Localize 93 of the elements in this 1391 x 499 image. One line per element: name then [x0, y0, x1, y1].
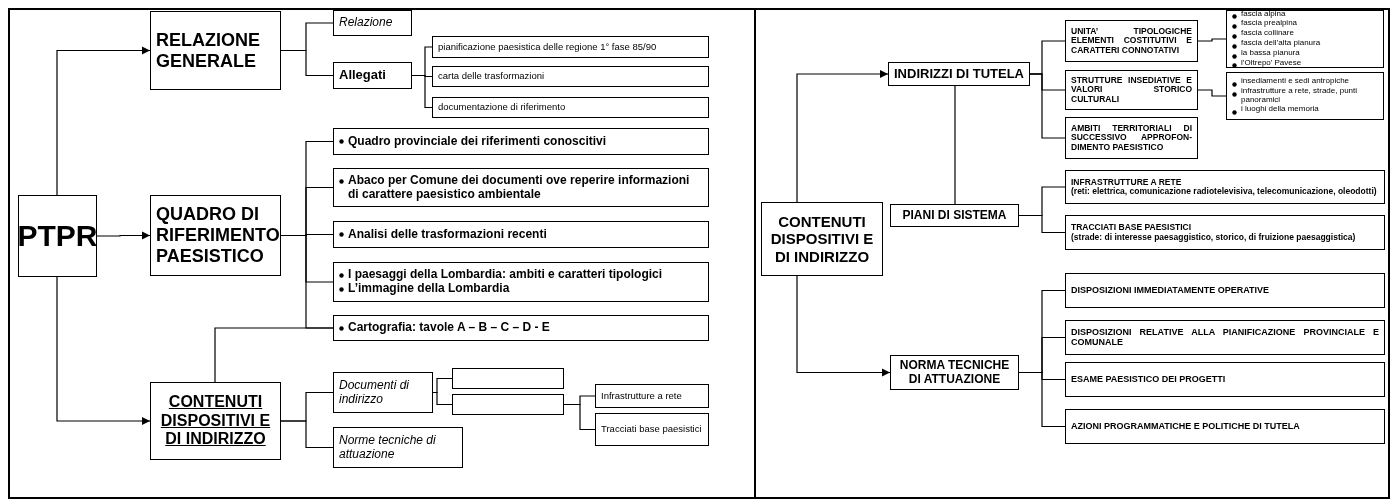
node-label: fascia collinare [1241, 29, 1295, 38]
node-label: Allegati [339, 68, 387, 83]
section-box [150, 195, 281, 276]
text-box [333, 10, 412, 36]
node-label: carta delle trasformazioni [438, 71, 546, 82]
section-box [890, 204, 1019, 227]
node-label: fascia dell’alta pianura [1241, 39, 1322, 48]
node-label: Analisi delle trasformazioni recenti [348, 227, 548, 242]
text-box [1065, 117, 1198, 159]
node-label: Abaco per Comune dei documenti ove reperire informazioni di carattere paesistico ambientale [348, 173, 691, 202]
node-label: fascia alpina [1241, 9, 1287, 19]
connector-line [411, 74, 433, 109]
connector-line [214, 327, 334, 383]
node-label: fascia prealpina [1241, 19, 1299, 29]
connector-line [563, 403, 596, 431]
text-box [1065, 215, 1385, 250]
node-label: (reti: elettrica, comunicazione radiotelevisiva, telecomunicazione, oleodotti) [1071, 187, 1378, 197]
node-label: Quadro provinciale dei riferimenti conoscitivi [348, 134, 608, 149]
text-box [1065, 362, 1385, 397]
node-label: UNITA’ TIPOLOGICHE ELEMENTI COSTITUTIVI E CARATTERI CONNOTATIVI [1071, 27, 1192, 55]
node-label: l’Oltrepo’ Pavese [1241, 58, 1303, 68]
text-box [1065, 273, 1385, 308]
node-label: CONTENUTI DISPOSITIVI E DI INDIRIZZO [769, 213, 875, 265]
node-label: AZIONI PROGRAMMATICHE E POLITICHE DI TUTELA [1071, 421, 1301, 432]
node-label: ESAME PAESISTICO DEI PROGETTI [1071, 374, 1227, 385]
text-box [333, 62, 412, 89]
node-label: TRACCIATI BASE PAESISTICI [1071, 223, 1193, 233]
arrow [56, 276, 151, 426]
text-box [432, 97, 709, 118]
text-box [432, 36, 709, 58]
root-box [18, 195, 97, 277]
root-box [761, 202, 883, 276]
text-box [333, 262, 709, 302]
node-label: INDIRIZZI DI TUTELA [894, 66, 1024, 82]
node-label: DISPOSIZIONI IMMEDIATAMENTE OPERATIVE [1071, 285, 1270, 296]
arrow [96, 231, 151, 240]
node-label: i luoghi della memoria [1241, 104, 1320, 114]
list-box [1226, 10, 1384, 68]
empty-box [452, 368, 564, 389]
node-label: L’immagine della Lombardia [348, 282, 511, 296]
text-box [432, 66, 709, 87]
node-label: QUADRO DI RIFERIMENTO PAESISTICO [156, 204, 280, 267]
arrow [796, 275, 891, 377]
text-box [595, 384, 709, 408]
node-label: STRUTTURE INSEDIATIVE E VALORI STORICO CULTURALI [1071, 76, 1192, 104]
section-box [888, 62, 1030, 86]
text-box [1065, 409, 1385, 444]
text-box [333, 128, 709, 155]
section-box [890, 355, 1019, 390]
arrow [56, 46, 151, 196]
node-label: AMBITI TERRITORIALI DI SUCCESSIVO APPROFON-DIMENTO PAESISTICO [1071, 124, 1192, 152]
node-label: Documenti di indirizzo [339, 378, 411, 407]
node-label: DISPOSIZIONI RELATIVE ALLA PIANIFICAZIONE PROVINCIALE E COMUNALE [1071, 327, 1379, 348]
text-box [1065, 70, 1198, 110]
text-box [1065, 170, 1385, 204]
text-box [1065, 320, 1385, 355]
connector-line [280, 420, 334, 449]
section-box [150, 382, 281, 460]
node-label: RELAZIONE GENERALE [156, 29, 261, 72]
node-label: Infrastrutture a rete [601, 390, 683, 402]
text-box [595, 413, 709, 446]
node-label: Relazione [339, 16, 394, 30]
text-box [333, 372, 433, 413]
connector-line [1018, 371, 1066, 428]
node-label: PIANI DI SISTEMA [901, 208, 1008, 223]
node-label: documentazione di riferimento [438, 102, 567, 113]
text-box [333, 168, 709, 207]
node-label: Norme tecniche di attuazione [339, 433, 437, 462]
connector-line [1029, 73, 1066, 139]
text-box [1065, 20, 1198, 62]
node-label: I paesaggi della Lombardia: ambiti e caratteri tipologici [348, 268, 664, 282]
section-box [150, 11, 281, 90]
node-label: Tracciati base paesistici [601, 424, 703, 435]
list-box [1226, 72, 1384, 120]
connector-line [1197, 38, 1227, 42]
connector-line [1018, 214, 1066, 234]
node-label: CONTENUTI DISPOSITIVI E DI INDIRIZZO [159, 393, 272, 449]
node-label: INFRASTRUTTURE A RETE [1071, 177, 1183, 187]
node-label: Cartografia: tavole A – B – C – D - E [348, 321, 551, 335]
text-box [333, 427, 463, 468]
text-box [333, 315, 709, 341]
node-label: (strade: di interesse paesaggistico, storico, di fruizione paesaggistica) [1071, 232, 1357, 242]
empty-box [452, 394, 564, 415]
node-label: pianificazione paesistica delle regione 1° fase 85/90 [438, 41, 658, 53]
connector-line [954, 85, 956, 205]
node-label: PTPR [17, 218, 98, 254]
arrow [796, 69, 889, 203]
connector-line [1197, 89, 1227, 97]
node-label: NORMA TECNICHE DI ATTUAZIONE [898, 358, 1011, 387]
text-box [333, 221, 709, 248]
node-label: la bassa pianura [1241, 48, 1301, 58]
node-label: insediamenti e sedi antropiche [1241, 77, 1351, 87]
connector-line [280, 49, 334, 77]
